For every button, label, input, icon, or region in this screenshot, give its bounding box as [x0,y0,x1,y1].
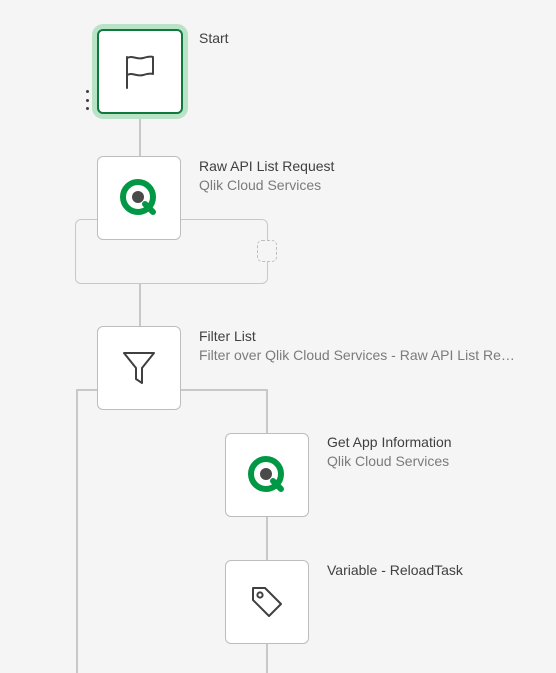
start-node-title: Start [199,30,229,46]
variable-reloadtask-label: Variable - ReloadTask [327,561,463,580]
filter-list-subtitle: Filter over Qlik Cloud Services - Raw AP… [199,347,519,363]
connector-raw-filter [139,283,141,327]
qlik-logo-icon [120,179,156,215]
connector-getapp-variable [266,516,268,561]
qlik-logo-icon [248,456,284,492]
start-node-label: Start [199,29,229,48]
raw-api-list-request-subtitle: Qlik Cloud Services [199,177,322,193]
raw-api-list-request-title: Raw API List Request [199,158,335,174]
connector-variable-next [266,643,268,673]
filter-icon [123,352,155,384]
tag-icon [252,587,282,617]
raw-api-loop-empty-slot[interactable] [257,240,277,262]
get-app-information-node[interactable] [225,433,309,517]
filter-list-node[interactable] [97,326,181,410]
filter-branch-left-vertical [76,389,78,673]
raw-api-list-request-label: Raw API List Request Qlik Cloud Services [199,157,334,195]
variable-reloadtask-node[interactable] [225,560,309,644]
filter-branch-right-horizontal [181,389,267,391]
get-app-information-subtitle: Qlik Cloud Services [327,453,450,469]
get-app-information-label: Get App Information Qlik Cloud Services [327,433,452,471]
raw-api-list-request-node[interactable] [97,156,181,240]
variable-reloadtask-title: Variable - ReloadTask [327,562,463,578]
filter-list-title: Filter List [199,328,256,344]
filter-list-label: Filter List Filter over Qlik Cloud Servi… [199,327,519,365]
connector-start-raw [139,114,141,156]
start-node[interactable] [97,29,183,114]
flag-icon [126,55,154,89]
filter-branch-right-vertical [266,389,268,434]
filter-branch-left-horizontal [76,389,98,391]
get-app-information-title: Get App Information [327,434,452,450]
start-node-menu-icon[interactable] [84,90,90,110]
